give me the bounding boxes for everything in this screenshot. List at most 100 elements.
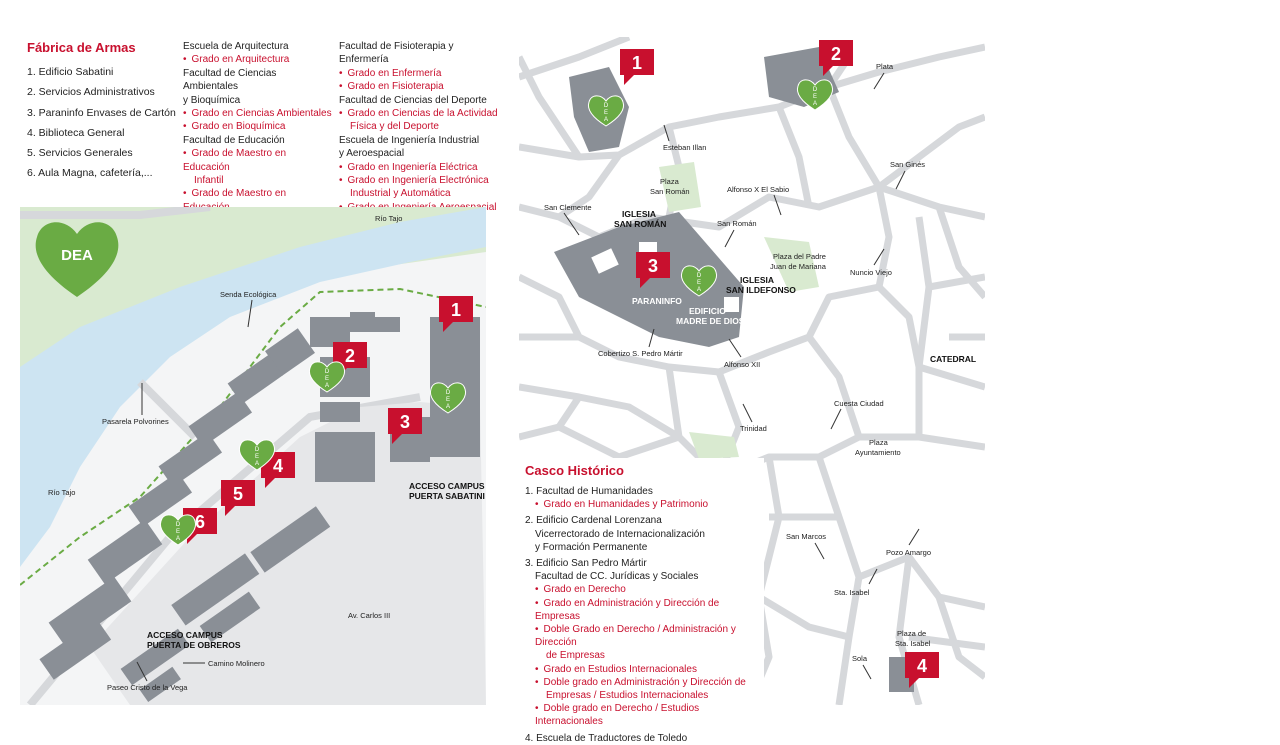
location-pin-5[interactable]: 5 — [221, 480, 255, 516]
dea-heart-icon: DEA — [160, 514, 196, 546]
label-plaza-sr-2: San Román — [650, 187, 690, 196]
location-pin-3[interactable]: 3 — [388, 408, 422, 444]
bullet-icon: • — [535, 663, 539, 675]
svg-text:E: E — [446, 397, 450, 403]
label-iglesia-si-1: IGLESIA — [740, 275, 774, 285]
label-plaza-ayto-1: Plaza — [869, 438, 889, 447]
svg-text:A: A — [813, 101, 817, 107]
svg-text:D: D — [325, 369, 330, 375]
text: Facultad de Ciencias del Deporte — [339, 94, 487, 106]
label-san-clemente: San Clemente — [544, 203, 592, 212]
label-plaza-isabel-2: Sta. Isabel — [895, 639, 931, 648]
text: 4. Escuela de Traductores de Toledo — [525, 732, 688, 744]
location-pin-2[interactable]: 2 — [819, 40, 853, 76]
bullet-icon: • — [183, 121, 187, 133]
degree-item: •Grado en Fisioterapia — [339, 80, 499, 93]
label-iglesia-sr-1: IGLESIA — [622, 209, 656, 219]
bullet-icon: • — [183, 148, 187, 160]
faculty-heading: Facultad de Fisioterapia y Enfermería — [339, 40, 499, 67]
text: Grado en Ciencias Ambientales — [191, 108, 332, 120]
dea-legend-heart-icon: DEA — [35, 222, 119, 297]
label-alfonso-xii: Alfonso XII — [724, 360, 760, 369]
text: Infantil — [194, 175, 224, 187]
pin-number: 5 — [233, 484, 243, 504]
bullet-icon: • — [535, 499, 539, 511]
text: Doble grado en Administración y Direcció… — [543, 676, 746, 688]
label-plaza-isabel-1: Plaza de — [897, 629, 926, 638]
fabrica-col2: Escuela de Arquitectura • Grado en Arquite… — [183, 40, 333, 228]
svg-text:E: E — [813, 94, 817, 100]
casco-heading: 2. Edificio Cardenal Lorenzana — [525, 514, 765, 527]
text: 2. Edificio Cardenal Lorenzana — [525, 515, 662, 527]
label-sola: Sola — [852, 654, 868, 663]
casco-degree-cont: de Empresas — [525, 649, 765, 662]
text: Facultad de Ciencias Ambientales — [183, 67, 277, 93]
bullet-icon: • — [339, 161, 343, 173]
bullet-icon: • — [339, 81, 343, 93]
text: Industrial y Automática — [350, 188, 451, 200]
building-list-item: 5. Servicios Generales — [27, 147, 133, 160]
label-acceso-obreros-1: ACCESO CAMPUS — [147, 630, 223, 640]
label-plaza-ayto-2: Ayuntamiento — [855, 448, 901, 457]
svg-text:E: E — [176, 529, 180, 535]
pin-number: 6 — [195, 512, 205, 532]
svg-text:D: D — [604, 103, 609, 109]
degree-item: •Grado de Maestro en Educación — [183, 147, 333, 174]
casco-degree-cont: Empresas / Estudios Internacionales — [525, 689, 765, 702]
building-list-item: 1. Edificio Sabatini — [27, 66, 114, 78]
label-pasarela: Pasarela Polvorines — [102, 417, 169, 426]
location-pin-1[interactable]: 1 — [620, 49, 654, 85]
text: Grado en Ingeniería Eléctrica — [347, 161, 478, 173]
degree-item: •Grado en Ciencias Ambientales — [183, 107, 333, 120]
text: Grado en Derecho — [543, 584, 626, 596]
location-pin-1[interactable]: 1 — [439, 296, 473, 332]
label-iglesia-sr-2: SAN ROMÁN — [614, 219, 666, 229]
text: Grado en Enfermería — [347, 67, 442, 79]
faculty-heading: Facultad de Ciencias Ambientales — [183, 67, 333, 94]
faculty-heading: y Aeroespacial — [339, 147, 499, 160]
text: Escuela de Ingeniería Industrial — [339, 134, 480, 146]
casco-degree: • Grado en Derecho — [525, 583, 765, 596]
bullet-icon: • — [535, 597, 539, 609]
text: Grado en Humanidades y Patrimonio — [543, 499, 709, 511]
location-pin-3[interactable]: 3 — [636, 252, 670, 288]
location-pin-4[interactable]: 4 — [905, 652, 939, 688]
text: Vicerrectorado de Internacionalización — [535, 528, 705, 540]
bullet-icon: • — [339, 175, 343, 187]
fabrica-col3: Facultad de Fisioterapia y Enfermería•Gr… — [339, 40, 499, 214]
label-iglesia-si-2: SAN ILDEFONSO — [726, 285, 796, 295]
degree-item: •Grado en Bioquímica — [183, 120, 333, 133]
text: y Aeroespacial — [339, 148, 405, 160]
bullet-icon: • — [339, 108, 343, 120]
label-plaza-sr-1: Plaza — [660, 177, 680, 186]
text: Grado en Arquitectura — [191, 54, 290, 66]
fabrica-map[interactable]: Río Tajo Senda Ecológica Pasarela Polvor… — [20, 207, 486, 705]
text: Escuela de Arquitectura — [183, 41, 289, 52]
svg-text:A: A — [604, 117, 608, 123]
building-list-item: 3. Paraninfo Envases de Cartón — [27, 106, 176, 119]
text: Grado en Administración y Dirección de E… — [535, 597, 720, 622]
location-pin-4[interactable]: 4 — [261, 452, 295, 488]
svg-text:E: E — [604, 110, 608, 116]
label-rio-tajo-left: Río Tajo — [48, 488, 75, 497]
dea-heart-icon: DEA — [309, 361, 345, 393]
svg-text:D: D — [446, 390, 451, 396]
text: Grado de Maestro en Educación — [183, 148, 287, 173]
degree-item-cont: Física y del Deporte — [339, 120, 499, 133]
label-esteban: Esteban Illan — [663, 143, 706, 152]
bullet-icon: • — [183, 54, 187, 66]
text: Física y del Deporte — [350, 121, 439, 133]
pin-number: 1 — [451, 300, 461, 320]
svg-text:E: E — [255, 454, 259, 460]
svg-text:A: A — [325, 383, 329, 389]
bullet-icon: • — [535, 676, 539, 688]
bullet-icon: • — [535, 584, 539, 596]
text: Empresas / Estudios Internacionales — [546, 690, 709, 702]
label-catedral: CATEDRAL — [930, 354, 976, 364]
faculty-heading: Escuela de Ingeniería Industrial — [339, 134, 499, 147]
degree-item: •Grado en Ciencias de la Actividad — [339, 107, 499, 120]
label-san-marcos: San Marcos — [786, 532, 826, 541]
degree-item: •Grado en Ingeniería Electrónica — [339, 174, 499, 187]
casco-degree: •Grado en Estudios Internacionales — [525, 663, 765, 676]
